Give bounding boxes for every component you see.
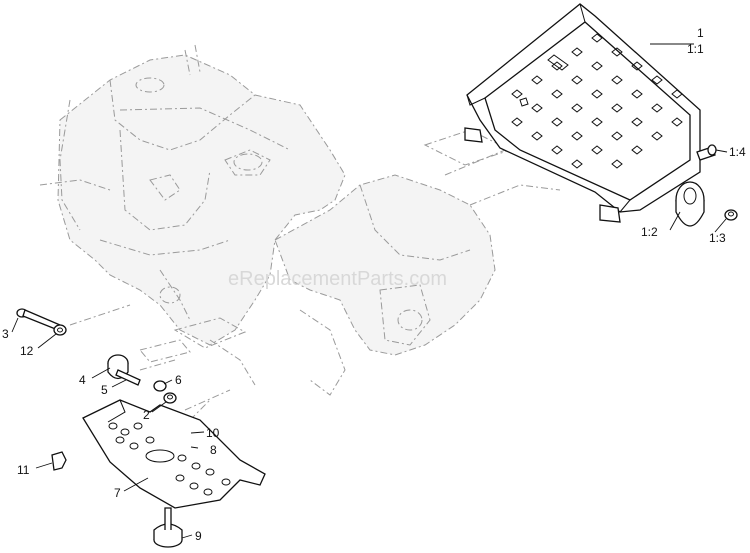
leader-lines — [11, 43, 728, 539]
nut-6 — [153, 380, 167, 392]
callout-5: 5 — [101, 383, 108, 397]
callout-2: 2 — [143, 408, 150, 422]
clip-11 — [51, 451, 67, 471]
knob-9 — [153, 507, 183, 548]
bumper-roller — [675, 181, 705, 227]
callout-1-4: 1:4 — [729, 145, 746, 159]
callout-1: 1 — [697, 26, 704, 40]
washer-12 — [53, 324, 67, 336]
callout-8: 8 — [210, 443, 217, 457]
callout-10: 10 — [206, 426, 220, 440]
callout-9: 9 — [195, 529, 202, 543]
callout-11: 11 — [17, 463, 30, 477]
callout-1-3: 1:3 — [709, 231, 726, 245]
callout-6: 6 — [175, 373, 182, 387]
callout-4: 4 — [79, 373, 86, 387]
platform-holes — [511, 33, 683, 169]
bolt-1-4 — [696, 144, 717, 161]
nut-2 — [163, 392, 177, 404]
callout-1-1: 1:1 — [687, 42, 704, 56]
footrest-platform — [464, 3, 701, 223]
callout-labels: 1 1:1 1:4 1:2 1:3 3 12 4 5 6 2 10 8 11 7… — [2, 26, 746, 543]
callout-7: 7 — [114, 486, 121, 500]
callout-3: 3 — [2, 327, 9, 341]
callout-12: 12 — [20, 344, 34, 358]
watermark-text: eReplacementParts.com — [228, 268, 447, 290]
bolt-3 — [16, 308, 61, 331]
pin-5 — [115, 369, 141, 386]
callout-1-2: 1:2 — [641, 225, 658, 239]
nut-1-3 — [724, 209, 738, 221]
phantom-frame — [39, 44, 561, 471]
skid-plate-7 — [82, 399, 266, 509]
